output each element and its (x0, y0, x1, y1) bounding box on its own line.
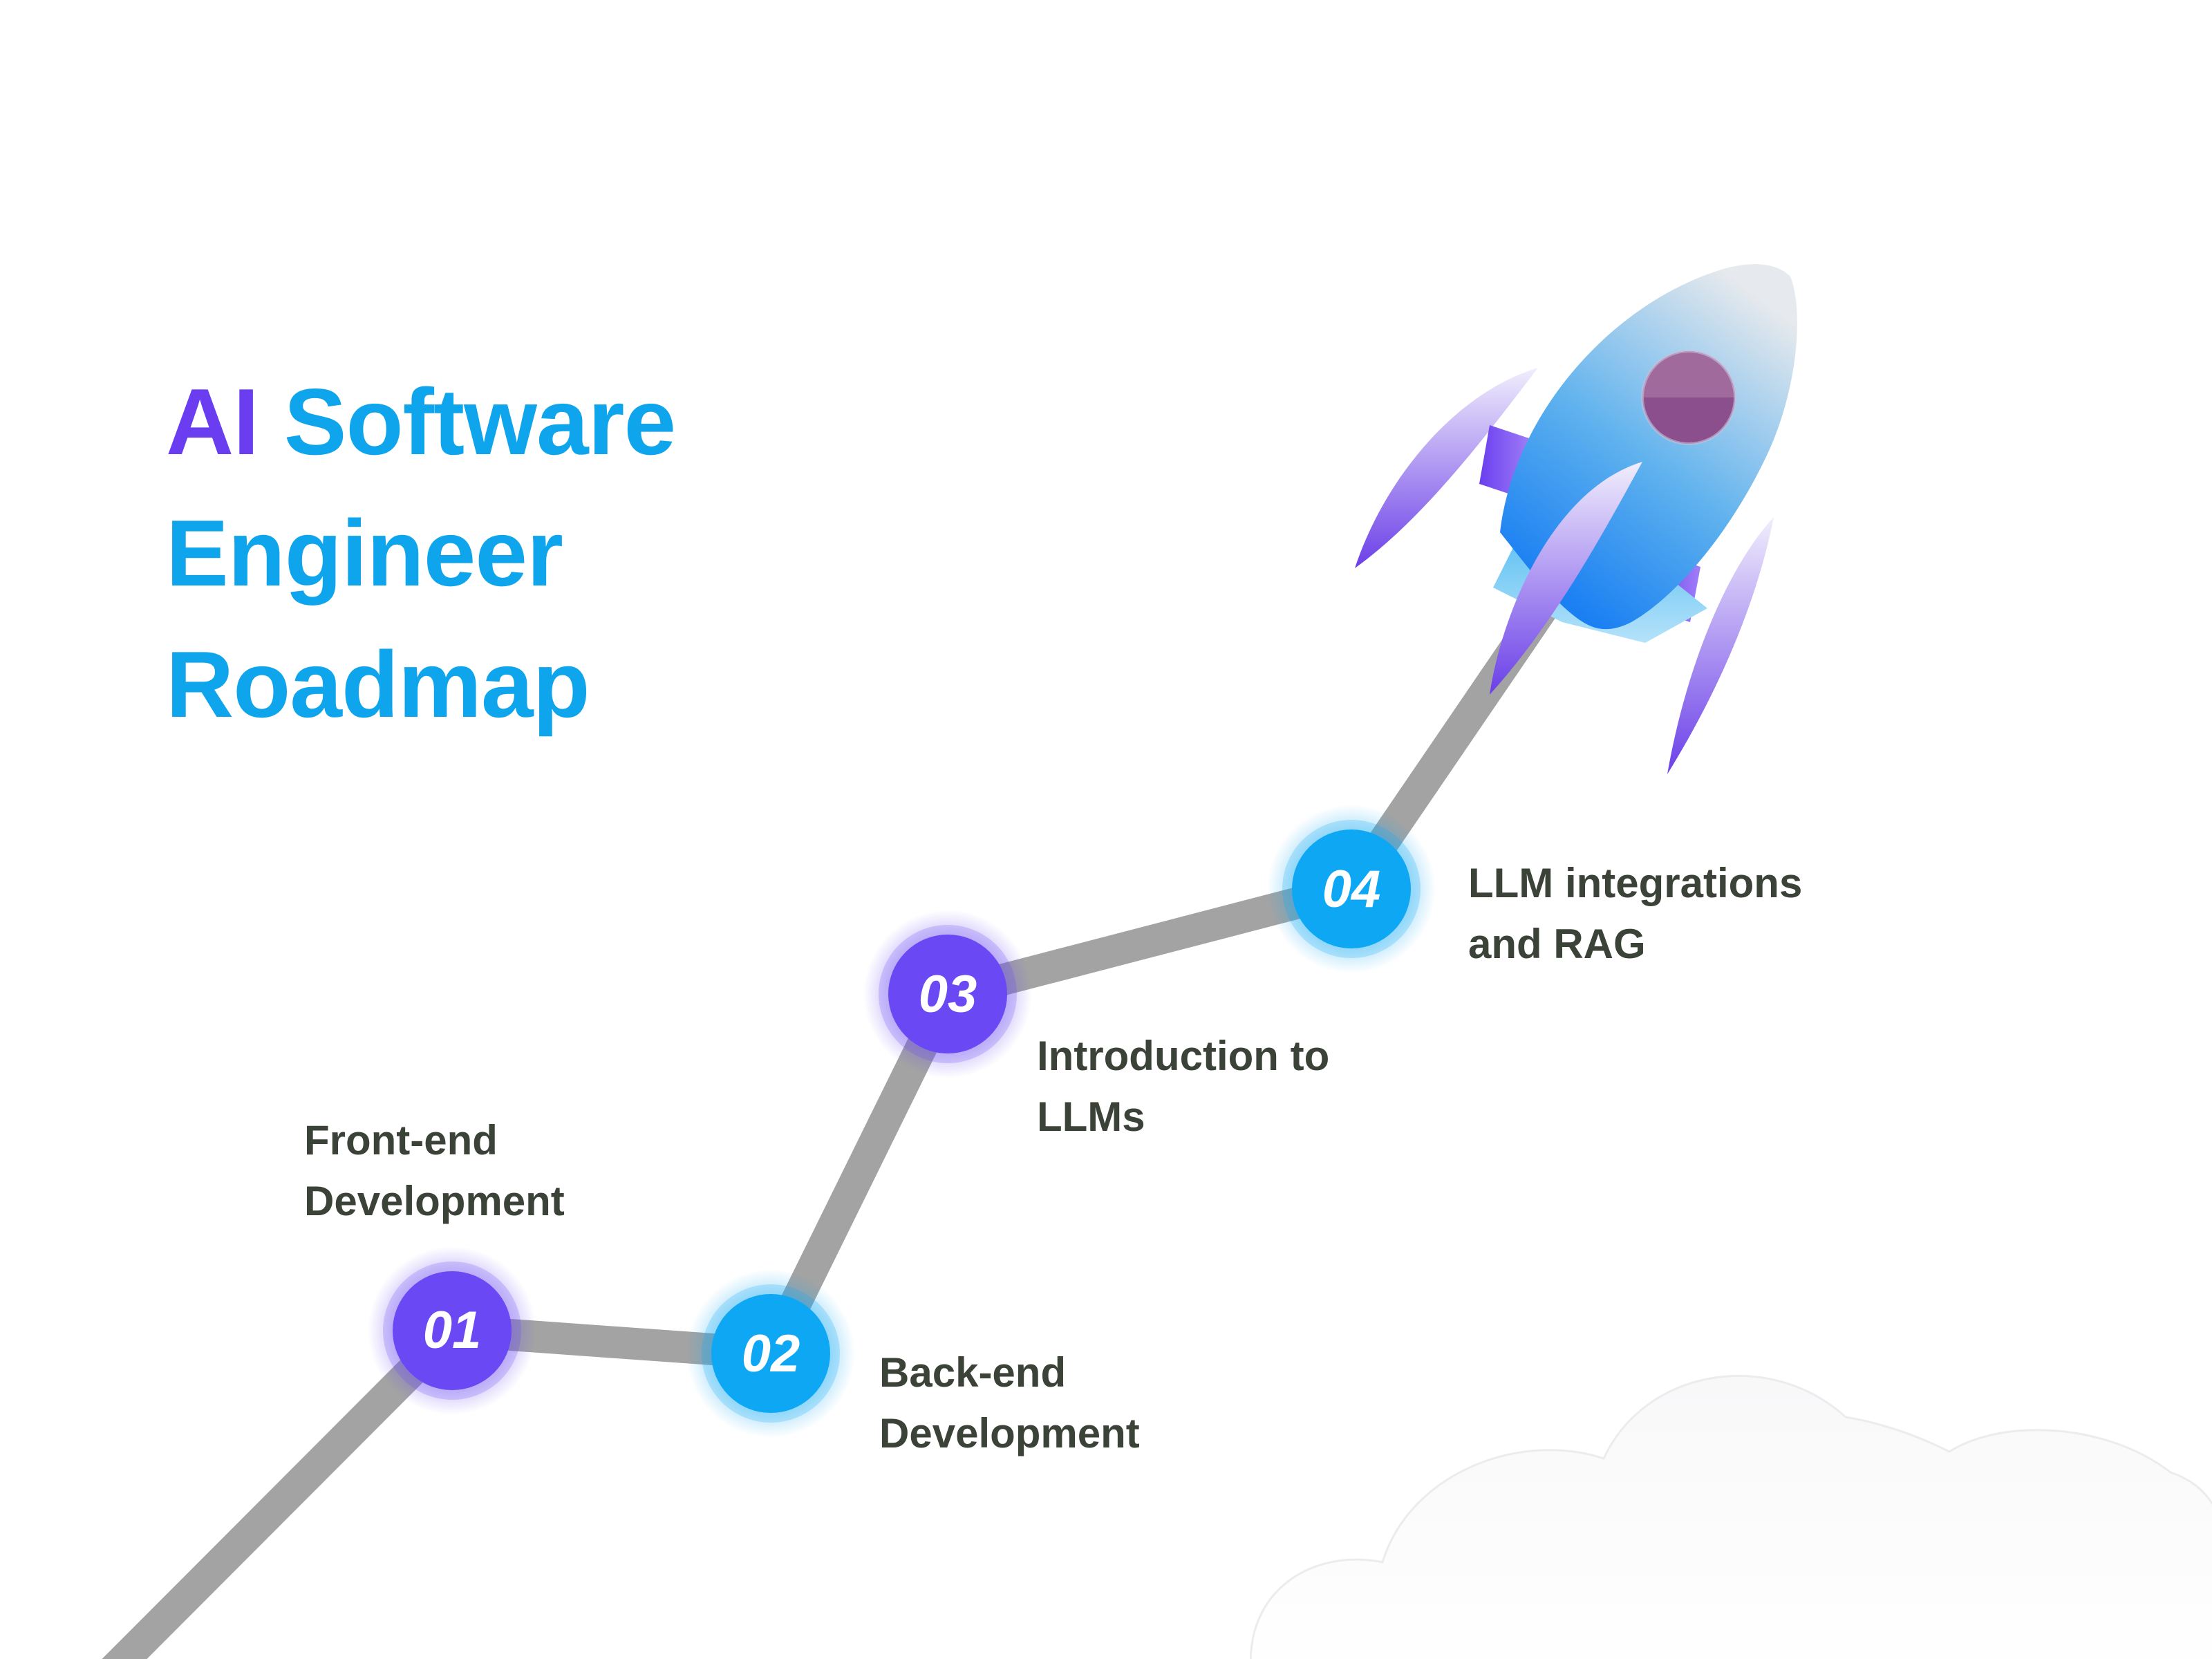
rocket-icon (1355, 264, 1797, 774)
step-number-01: 01 (423, 1301, 482, 1360)
title-accent: AI (166, 369, 259, 474)
step-label-01-line1: Front-end (304, 1117, 498, 1163)
step-label-03: Introduction to LLMs (1037, 1026, 1329, 1147)
step-number-03: 03 (919, 965, 977, 1024)
step-label-01-line2: Development (304, 1178, 565, 1224)
step-label-03-line2: LLMs (1037, 1094, 1145, 1140)
step-number-04: 04 (1322, 860, 1381, 919)
step-label-04: LLM integrations and RAG (1468, 853, 1802, 975)
step-label-04-line1: LLM integrations (1468, 860, 1803, 906)
step-node-02: 02 (686, 1269, 855, 1438)
step-label-03-line1: Introduction to (1037, 1033, 1330, 1079)
step-label-02-line2: Development (879, 1410, 1140, 1456)
page-title: AI Software Engineer Roadmap (166, 356, 676, 750)
step-label-01: Front-end Development (304, 1110, 565, 1232)
step-node-03: 03 (863, 910, 1032, 1078)
title-line1: Software (283, 369, 676, 474)
step-label-04-line2: and RAG (1468, 921, 1646, 967)
step-label-02: Back-end Development (879, 1342, 1140, 1464)
step-number-02: 02 (742, 1324, 800, 1383)
cloud-icon (1249, 1374, 2212, 1659)
title-line3: Roadmap (166, 632, 590, 737)
step-label-02-line1: Back-end (879, 1349, 1067, 1396)
step-node-01: 01 (368, 1246, 536, 1415)
step-node-04: 04 (1267, 805, 1436, 973)
title-line2: Engineer (166, 500, 563, 606)
